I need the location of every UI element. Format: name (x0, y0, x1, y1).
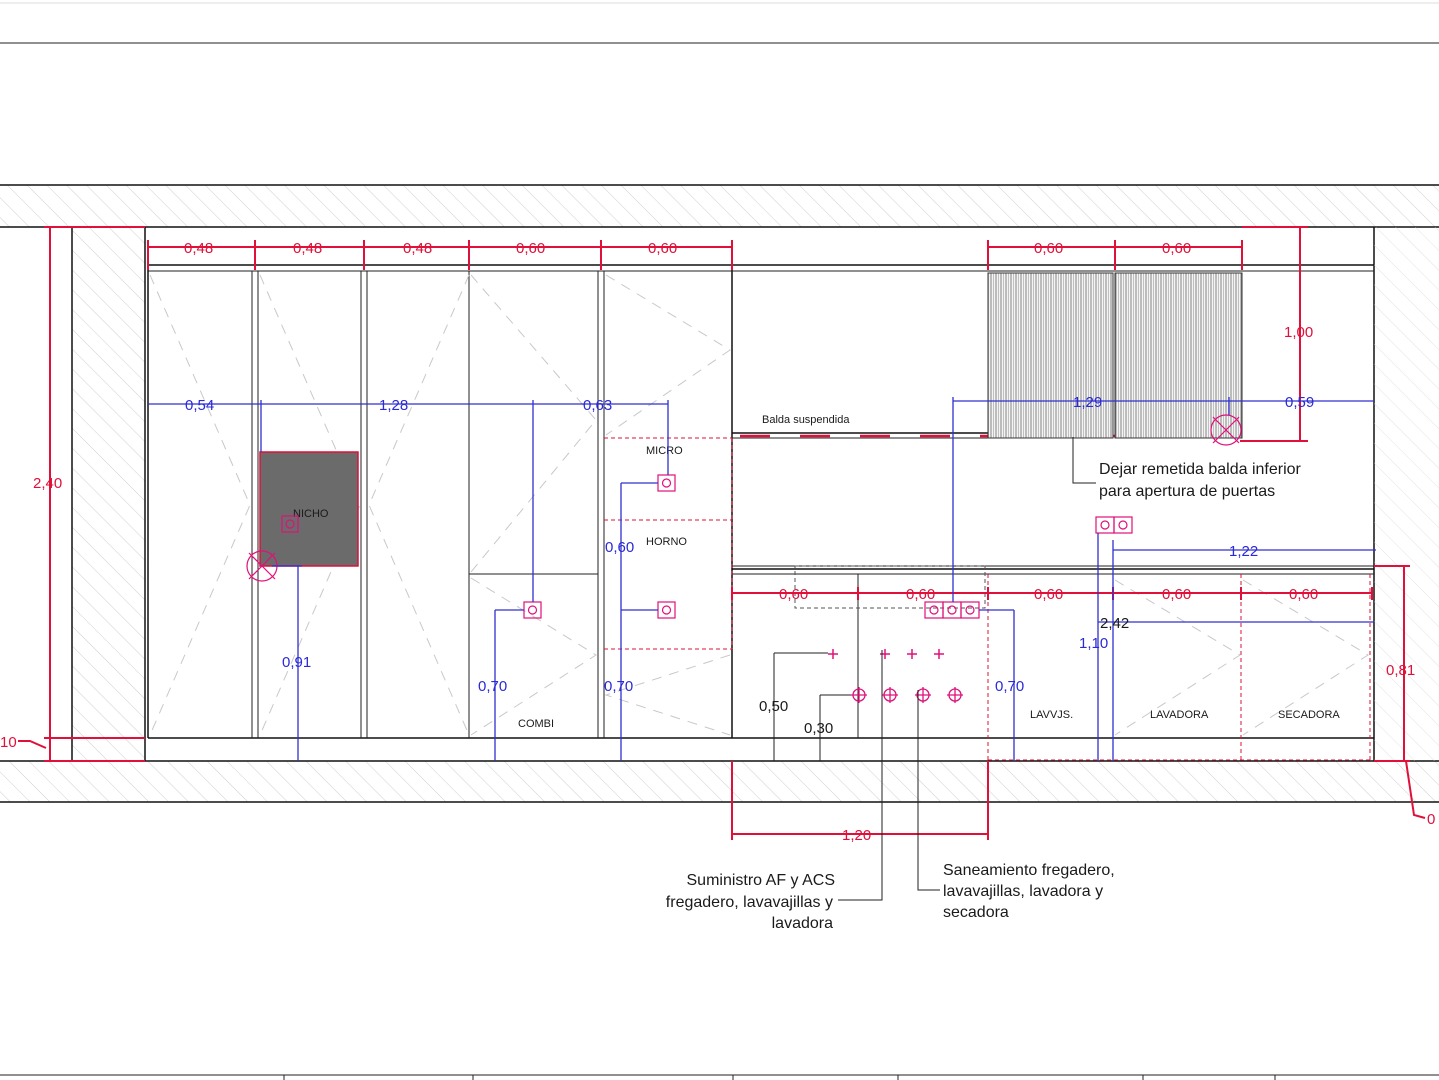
dim-counter-060-a: 0,60 (779, 586, 808, 603)
blue-dimension-lines (148, 397, 1376, 761)
left-wall (49, 227, 146, 761)
dim-total-height: 2,40 (33, 475, 62, 492)
suspended-shelf (732, 432, 1374, 567)
note-suministro-line1: Suministro AF y ACS (687, 872, 836, 889)
door-swing-lines (149, 274, 731, 736)
dim-plinth: 10 (0, 734, 17, 751)
note-saneamiento-line1: Saneamiento fregadero, (943, 862, 1115, 879)
dim-050: 0,50 (759, 698, 788, 715)
floor-slab (0, 760, 1439, 803)
micro-label: MICRO (646, 445, 683, 457)
ceiling-slab (0, 184, 1439, 228)
lavvjs-label: LAVVJS. (1030, 709, 1073, 721)
dim-upper-height: 1,00 (1284, 324, 1313, 341)
dim-091: 0,91 (282, 654, 311, 671)
nicho-label: NICHO (293, 508, 329, 520)
tall-cabinets (147, 264, 1374, 739)
water-supply-icon (828, 649, 944, 659)
dim-122: 1,22 (1229, 543, 1258, 560)
dim-060-horno: 0,60 (605, 539, 634, 556)
dim-128: 1,28 (379, 397, 408, 414)
dim-059: 0,59 (1285, 394, 1314, 411)
secadora-label: SECADORA (1278, 709, 1340, 721)
dim-048-a: 0,48 (184, 240, 213, 257)
dim-counter-height: 0,81 (1386, 662, 1415, 679)
dim-counter-060-d: 0,60 (1162, 586, 1191, 603)
dim-070-combi: 0,70 (478, 678, 507, 695)
note-remetida-line1: Dejar remetida balda inferior (1099, 461, 1302, 478)
dim-upper-060-a: 0,60 (1034, 240, 1063, 257)
upper-cabinets (732, 264, 1374, 439)
dim-counter-060-e: 0,60 (1289, 586, 1318, 603)
dim-upper-060-b: 0,60 (1162, 240, 1191, 257)
socket-icon (281, 474, 1133, 619)
horno-label: HORNO (646, 536, 687, 548)
note-suministro-line2: fregadero, lavavajillas y (666, 894, 833, 911)
leader-lines (838, 437, 1096, 901)
right-wall (1373, 227, 1439, 761)
dim-048-c: 0,48 (403, 240, 432, 257)
dim-070-sink: 0,70 (995, 678, 1024, 695)
note-saneamiento-line2: lavavajillas, lavadora y (943, 883, 1103, 900)
dim-070-horno: 0,70 (604, 678, 633, 695)
combi-label: COMBI (518, 718, 554, 730)
dim-110: 1,10 (1079, 635, 1108, 652)
dim-242: 2,42 (1100, 615, 1129, 632)
red-dimension-lines (18, 226, 1426, 840)
dim-counter-060-b: 0,60 (906, 586, 935, 603)
light-point-icon (246, 414, 1242, 582)
dim-060-b: 0,60 (648, 240, 677, 257)
drain-icon (851, 687, 963, 703)
balda-label: Balda suspendida (762, 414, 850, 426)
dim-030: 0,30 (804, 720, 833, 737)
nicho-box (259, 451, 359, 567)
dim-right-cut: 0 (1427, 811, 1435, 828)
dim-bottom-120: 1,20 (842, 827, 871, 844)
dim-054: 0,54 (185, 397, 214, 414)
dim-063: 0,63 (583, 397, 612, 414)
dim-129: 1,29 (1073, 394, 1102, 411)
black-dimension-lines (773, 652, 851, 761)
note-saneamiento-line3: secadora (943, 904, 1009, 921)
dim-counter-060-c: 0,60 (1034, 586, 1063, 603)
dim-048-b: 0,48 (293, 240, 322, 257)
lavadora-label: LAVADORA (1150, 709, 1209, 721)
dim-060-a: 0,60 (516, 240, 545, 257)
note-remetida-line2: para apertura de puertas (1099, 483, 1275, 500)
note-suministro-line3: lavadora (772, 915, 833, 932)
